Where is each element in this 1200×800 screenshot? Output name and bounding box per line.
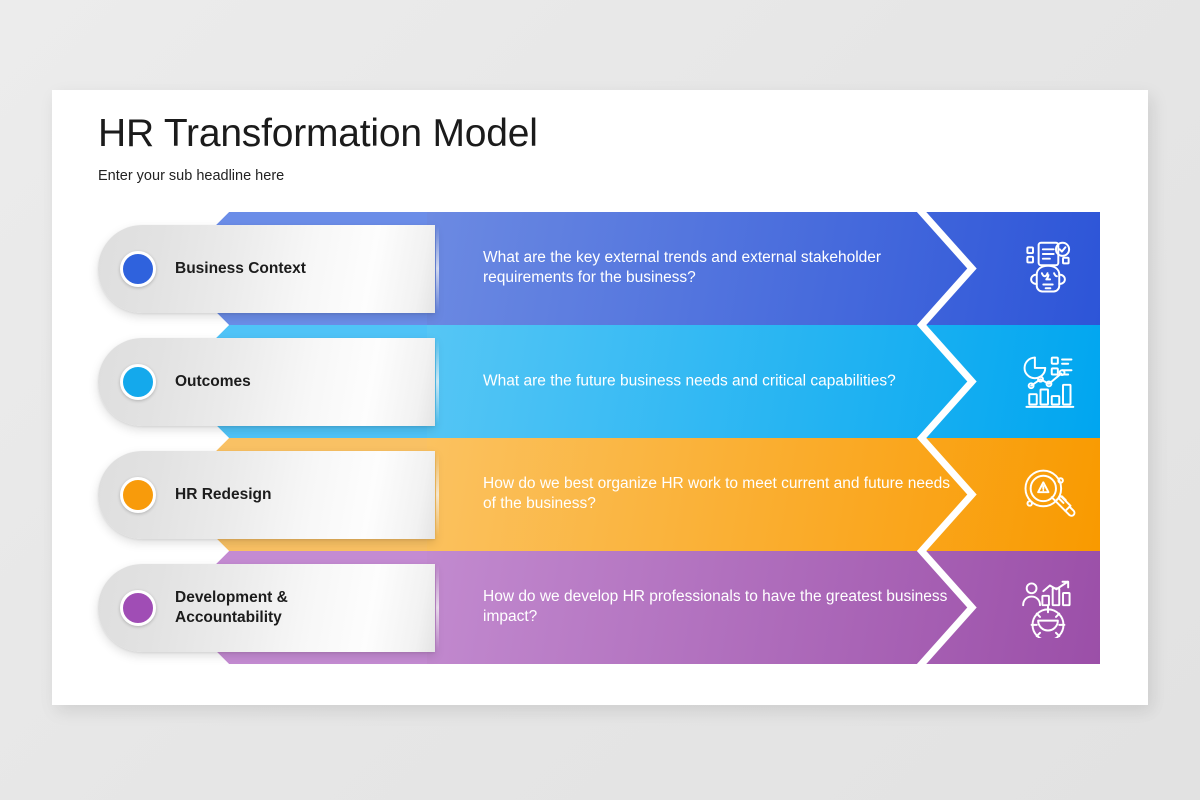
- question-text: What are the future business needs and c…: [483, 372, 896, 390]
- chevron-right-icon: [910, 212, 988, 325]
- question-band[interactable]: How do we best organize HR work to meet …: [427, 438, 1100, 551]
- header: HR Transformation Model Enter your sub h…: [98, 112, 538, 184]
- chevron-right-icon: [910, 438, 988, 551]
- slide-card: HR Transformation Model Enter your sub h…: [52, 90, 1148, 705]
- stage-label: Business Context: [175, 259, 306, 277]
- stage-pill[interactable]: HR Redesign: [98, 451, 435, 539]
- stage-dot-icon: [120, 477, 156, 513]
- page-subtitle: Enter your sub headline here: [98, 167, 285, 184]
- band-sheen: [436, 565, 439, 650]
- process-row[interactable]: How do we develop HR professionals to ha…: [52, 551, 1148, 664]
- stage-label: Development & Accountability: [175, 588, 288, 626]
- stage-dot-icon: [120, 590, 156, 626]
- person-growth-gear-icon: [1018, 578, 1078, 638]
- checklist-robot-head-icon: [1018, 239, 1078, 299]
- question-band[interactable]: What are the future business needs and c…: [427, 325, 1100, 438]
- stage-pill[interactable]: Business Context: [98, 225, 435, 313]
- question-band[interactable]: How do we develop HR professionals to ha…: [427, 551, 1100, 664]
- question-text: How do we best organize HR work to meet …: [483, 474, 950, 513]
- magnifier-plug-icon: [1018, 465, 1078, 525]
- stage-pill[interactable]: Development & Accountability: [98, 564, 435, 652]
- question-text: How do we develop HR professionals to ha…: [483, 587, 948, 626]
- chevron-right-icon: [910, 325, 988, 438]
- process-row[interactable]: How do we best organize HR work to meet …: [52, 438, 1148, 551]
- stage-label: HR Redesign: [175, 485, 272, 503]
- chevron-right-icon: [910, 551, 988, 664]
- page-title: HR Transformation Model: [98, 112, 538, 155]
- stage-label: Outcomes: [175, 372, 251, 390]
- stage-dot-icon: [120, 251, 156, 287]
- stage-pill[interactable]: Outcomes: [98, 338, 435, 426]
- question-text: What are the key external trends and ext…: [483, 248, 882, 287]
- band-sheen: [436, 452, 439, 537]
- band-sheen: [436, 339, 439, 424]
- analytics-dashboard-icon: [1018, 352, 1078, 412]
- process-row[interactable]: What are the key external trends and ext…: [52, 212, 1148, 325]
- question-band[interactable]: What are the key external trends and ext…: [427, 212, 1100, 325]
- process-row[interactable]: What are the future business needs and c…: [52, 325, 1148, 438]
- process-rows: What are the key external trends and ext…: [52, 212, 1148, 664]
- band-sheen: [436, 226, 439, 311]
- stage-dot-icon: [120, 364, 156, 400]
